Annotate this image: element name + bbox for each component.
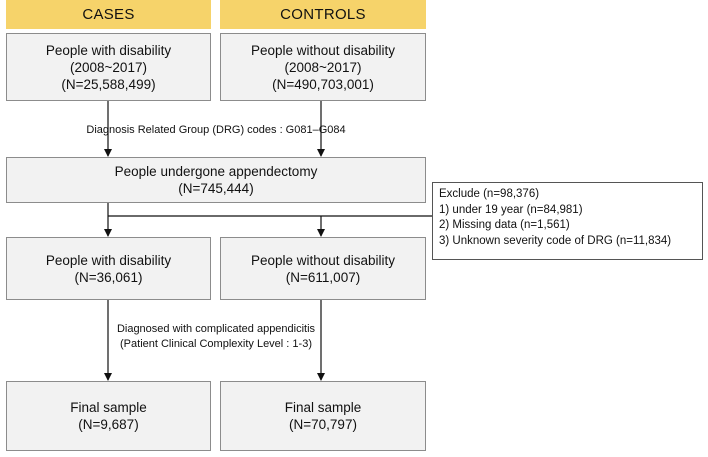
appendectomy-box: People undergone appendectomy (N=745,444… (6, 157, 426, 203)
complicated-note-line2: (Patient Clinical Complexity Level : 1-3… (120, 338, 312, 350)
controls-header-label: CONTROLS (280, 6, 366, 23)
exclude-item-under-19: 1) under 19 year (n=84,981) (439, 203, 583, 216)
controls-final-n: (N=70,797) (289, 417, 357, 432)
drg-codes-note: Diagnosis Related Group (DRG) codes : G0… (86, 124, 346, 136)
appendectomy-title: People undergone appendectomy (114, 164, 318, 179)
cases-population-title: People with disability (45, 42, 172, 58)
cases-appendectomy-box: People with disability (N=36,061) (6, 237, 211, 300)
controls-header: CONTROLS (220, 0, 426, 29)
controls-appendectomy-title: People without disability (250, 252, 396, 268)
controls-population-title: People without disability (250, 42, 396, 58)
controls-final-title: Final sample (284, 400, 362, 415)
cases-appendectomy-title: People with disability (45, 252, 172, 268)
exclude-title: Exclude (n=98,376) (439, 188, 540, 200)
exclude-item-missing-data: 2) Missing data (n=1,561) (439, 219, 570, 231)
controls-population-n: (N=490,703,001) (272, 76, 374, 92)
cases-header: CASES (6, 0, 211, 29)
cases-population-years: (2008~2017) (70, 59, 147, 75)
cases-population-n: (N=25,588,499) (61, 76, 156, 92)
appendectomy-n: (N=745,444) (178, 181, 254, 196)
cases-appendectomy-n: (N=36,061) (74, 269, 143, 285)
cases-population-box: People with disability (2008~2017) (N=25… (6, 33, 211, 101)
controls-appendectomy-n: (N=611,007) (285, 269, 361, 285)
controls-appendectomy-box: People without disability (N=611,007) (220, 237, 426, 300)
controls-population-years: (2008~2017) (284, 59, 362, 75)
complicated-appendicitis-note: Diagnosed with complicated appendicitis … (6, 322, 426, 352)
cases-header-label: CASES (82, 6, 135, 23)
controls-population-box: People without disability (2008~2017) (N… (220, 33, 426, 101)
cases-final-n: (N=9,687) (78, 417, 139, 432)
cases-final-sample-box: Final sample (N=9,687) (6, 381, 211, 451)
controls-final-sample-box: Final sample (N=70,797) (220, 381, 426, 451)
cases-final-title: Final sample (70, 400, 147, 415)
exclude-box: Exclude (n=98,376) 1) under 19 year (n=8… (432, 182, 703, 260)
complicated-note-line1: Diagnosed with complicated appendicitis (116, 323, 316, 335)
exclude-item-unknown-severity: 3) Unknown severity code of DRG (n=11,83… (439, 234, 672, 247)
